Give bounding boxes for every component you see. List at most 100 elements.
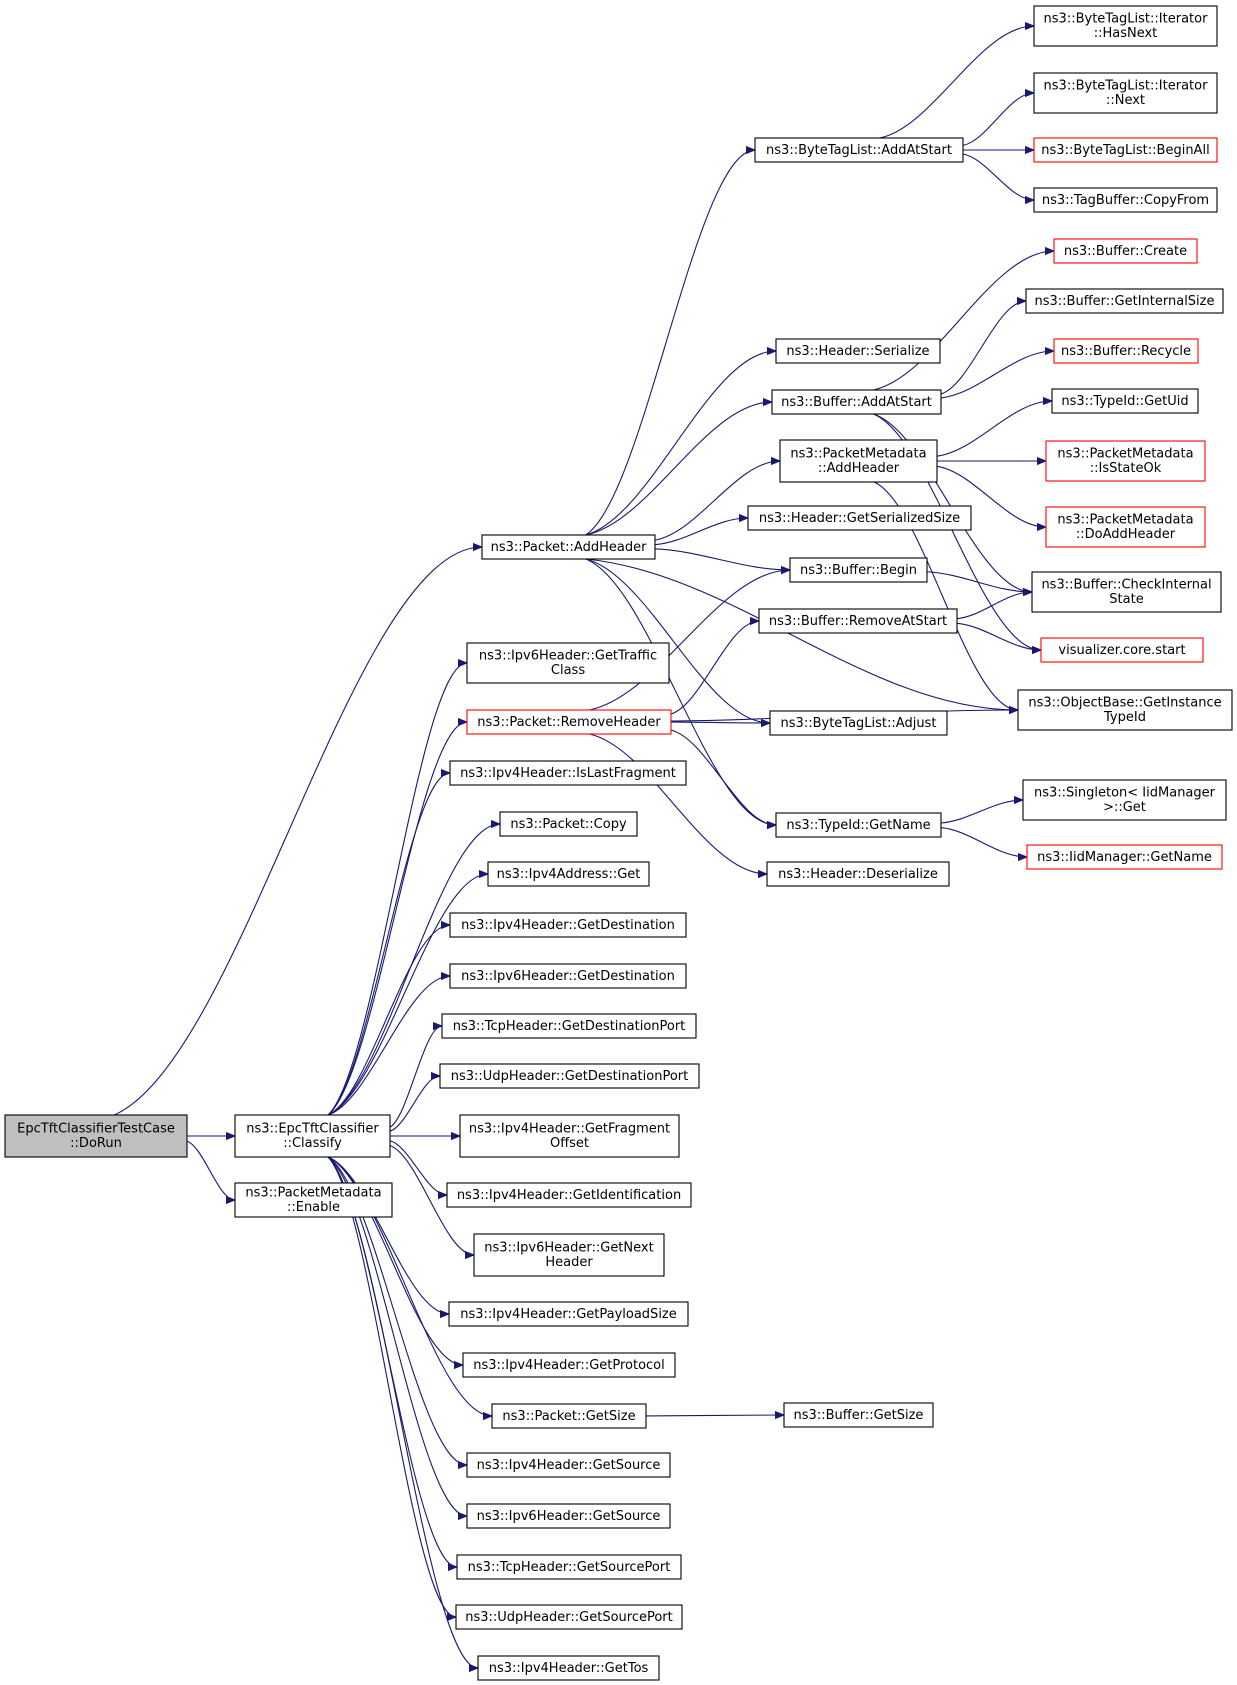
edge-classify-to-ipv4-getpayloadsize	[327, 1156, 449, 1314]
edge-root-to-pkt-addheader	[113, 547, 482, 1116]
node-ipv4addr-get[interactable]: ns3::Ipv4Address::Get	[487, 861, 650, 887]
edge-bytetag-addatstart-to-it-hasnext	[879, 26, 1034, 139]
node-pkt-getsize[interactable]: ns3::Packet::GetSize	[491, 1403, 647, 1429]
node-hdr-deserialize[interactable]: ns3::Header::Deserialize	[766, 861, 950, 887]
node-hdr-serialize[interactable]: ns3::Header::Serialize	[775, 338, 941, 364]
node-ipv4-getpayloadsize[interactable]: ns3::Ipv4Header::GetPayloadSize	[448, 1301, 689, 1327]
node-label: ns3::Ipv4Header::GetProtocol	[473, 1358, 665, 1373]
node-box	[449, 912, 687, 938]
node-it-next[interactable]: ns3::ByteTagList::Iterator::Next	[1033, 72, 1218, 114]
node-pkt-addheader[interactable]: ns3::Packet::AddHeader	[481, 534, 656, 560]
edge-line	[389, 1076, 441, 1132]
edge-line	[327, 722, 467, 1116]
node-label: ns3::Ipv4Header::GetIdentification	[457, 1188, 681, 1203]
node-box	[4, 1114, 188, 1158]
edge-pkt-addheader-to-obj-getinstancetypeid	[585, 558, 1018, 710]
node-pm-enable[interactable]: ns3::PacketMetadata::Enable	[234, 1182, 393, 1218]
node-typeid-getname[interactable]: ns3::TypeId::GetName	[775, 812, 942, 838]
edge-line	[585, 351, 776, 536]
edge-line	[327, 1156, 478, 1668]
node-box	[754, 137, 964, 163]
node-ipv4-getsource[interactable]: ns3::Ipv4Header::GetSource	[466, 1452, 671, 1478]
node-udp-getsourceport[interactable]: ns3::UdpHeader::GetSourcePort	[455, 1604, 683, 1630]
edge-buf-addatstart-to-buf-recycle	[940, 351, 1054, 399]
edge-pkt-removeheader-to-bytetag-adjust	[670, 722, 770, 723]
node-ipv6-getsource[interactable]: ns3::Ipv6Header::GetSource	[466, 1503, 671, 1529]
node-buf-addatstart[interactable]: ns3::Buffer::AddAtStart	[771, 389, 942, 415]
node-bytetag-addatstart[interactable]: ns3::ByteTagList::AddAtStart	[754, 137, 964, 163]
node-it-hasnext[interactable]: ns3::ByteTagList::Iterator::HasNext	[1033, 5, 1218, 47]
node-buf-begin[interactable]: ns3::Buffer::Begin	[789, 557, 928, 583]
node-ipv4-islastfragment[interactable]: ns3::Ipv4Header::IsLastFragment	[449, 760, 687, 786]
node-label: ns3::UdpHeader::GetSourcePort	[465, 1610, 673, 1625]
edge-buf-addatstart-to-buf-create	[873, 251, 1054, 391]
node-pm-addheader[interactable]: ns3::PacketMetadata::AddHeader	[779, 439, 938, 483]
node-box	[758, 608, 958, 634]
node-ipv4-gettos[interactable]: ns3::Ipv4Header::GetTos	[477, 1655, 660, 1681]
node-label: ns3::Header::Deserialize	[778, 867, 938, 882]
edge-line	[389, 1140, 448, 1195]
edge-line	[327, 773, 451, 1116]
node-buf-removeatstart[interactable]: ns3::Buffer::RemoveAtStart	[758, 608, 958, 634]
node-ipv4-getdestination[interactable]: ns3::Ipv4Header::GetDestination	[449, 912, 687, 938]
node-pkt-copy[interactable]: ns3::Packet::Copy	[499, 811, 638, 837]
node-buf-getinternalsize[interactable]: ns3::Buffer::GetInternalSize	[1025, 288, 1224, 314]
node-buf-getsize[interactable]: ns3::Buffer::GetSize	[783, 1402, 934, 1428]
node-label: ns3::ByteTagList::Iterator	[1044, 79, 1209, 94]
node-box	[473, 1233, 665, 1277]
node-box	[779, 439, 938, 483]
node-label: ns3::Header::GetSerializedSize	[759, 511, 960, 526]
node-box	[1033, 72, 1218, 114]
node-box	[455, 1604, 683, 1630]
node-box	[466, 1452, 671, 1478]
node-udp-getdestinationport[interactable]: ns3::UdpHeader::GetDestinationPort	[439, 1063, 700, 1089]
edge-pkt-addheader-to-buf-begin	[654, 548, 790, 570]
node-box	[1026, 844, 1223, 870]
node-buf-create[interactable]: ns3::Buffer::Create	[1053, 238, 1198, 264]
node-label: ns3::Buffer::Create	[1064, 244, 1187, 259]
node-label: ns3::Packet::AddHeader	[491, 540, 647, 555]
node-label: ns3::PacketMetadata	[1057, 447, 1193, 462]
node-label: ::DoRun	[70, 1136, 122, 1151]
node-label: ns3::Ipv4Header::GetFragment	[469, 1122, 670, 1137]
node-label: ns3::PacketMetadata	[245, 1186, 381, 1201]
edge-pm-addheader-to-obj-getinstancetypeid	[873, 481, 1018, 710]
edge-line	[327, 1156, 458, 1567]
node-tcp-getdestinationport[interactable]: ns3::TcpHeader::GetDestinationPort	[441, 1013, 697, 1039]
node-bytetag-beginall[interactable]: ns3::ByteTagList::BeginAll	[1033, 137, 1218, 163]
node-box	[775, 338, 941, 364]
node-pm-doaddheader[interactable]: ns3::PacketMetadata::DoAddHeader	[1045, 506, 1206, 548]
node-singleton-get[interactable]: ns3::Singleton< IidManager>::Get	[1022, 779, 1227, 821]
edge-buf-addatstart-to-vis-start	[873, 413, 1041, 650]
node-typeid-getuid[interactable]: ns3::TypeId::GetUid	[1051, 388, 1199, 414]
edge-typeid-getname-to-singleton-get	[940, 800, 1023, 824]
node-bytetag-adjust[interactable]: ns3::ByteTagList::Adjust	[769, 710, 948, 736]
node-pm-isstateok[interactable]: ns3::PacketMetadata::IsStateOk	[1045, 440, 1206, 482]
node-hdr-getserializedsize[interactable]: ns3::Header::GetSerializedSize	[747, 505, 972, 531]
node-iidmanager-getname[interactable]: ns3::IidManager::GetName	[1026, 844, 1223, 870]
node-pkt-removeheader[interactable]: ns3::Packet::RemoveHeader	[466, 709, 672, 735]
edge-classify-to-ipv6-getdestination	[327, 976, 450, 1116]
node-buf-recycle[interactable]: ns3::Buffer::Recycle	[1053, 338, 1199, 364]
node-root[interactable]: EpcTftClassifierTestCase::DoRun	[4, 1114, 188, 1158]
edge-pkt-addheader-to-hdr-getserializedsize	[654, 518, 748, 546]
node-box	[462, 1352, 676, 1378]
node-label: ns3::PacketMetadata	[1057, 513, 1193, 528]
node-label: EpcTftClassifierTestCase	[17, 1122, 175, 1137]
node-box	[477, 1655, 660, 1681]
node-classify[interactable]: ns3::EpcTftClassifier::Classify	[234, 1114, 391, 1158]
node-ipv6-getdestination[interactable]: ns3::Ipv6Header::GetDestination	[449, 963, 687, 989]
node-ipv4-getprotocol[interactable]: ns3::Ipv4Header::GetProtocol	[462, 1352, 676, 1378]
node-tcp-getsourceport[interactable]: ns3::TcpHeader::GetSourcePort	[456, 1554, 682, 1580]
edge-line	[940, 800, 1023, 824]
node-vis-start[interactable]: visualizer.core.start	[1040, 637, 1204, 663]
node-tagbuffer-copyfrom[interactable]: ns3::TagBuffer::CopyFrom	[1033, 187, 1218, 213]
edge-classify-to-ipv4-islastfragment	[327, 773, 451, 1116]
node-ipv4-getidentification[interactable]: ns3::Ipv4Header::GetIdentification	[446, 1182, 692, 1208]
node-label: ns3::Packet::GetSize	[502, 1409, 635, 1424]
